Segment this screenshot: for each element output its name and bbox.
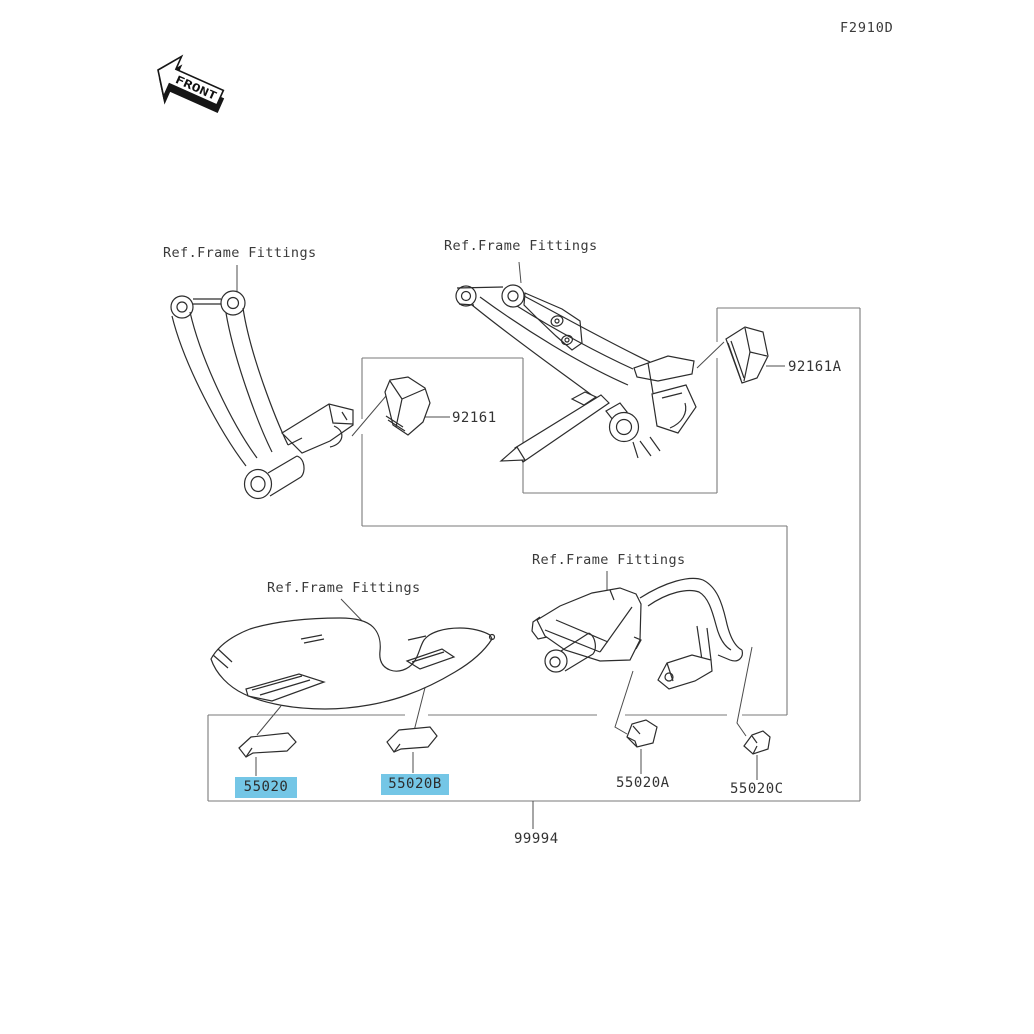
part-label-99994[interactable]: 99994 — [514, 831, 559, 847]
figure-code-label: F2910D — [840, 20, 894, 36]
damper-92161A-drawing — [725, 326, 769, 384]
leader-55020A — [614, 670, 642, 774]
frame-fitting-drawing-1 — [170, 290, 354, 500]
ref-frame-fittings-label-1: Ref.Frame Fittings — [163, 245, 317, 261]
leader-lines — [236, 261, 785, 829]
part-label-92161[interactable]: 92161 — [452, 410, 497, 426]
ref-frame-fittings-label-2: Ref.Frame Fittings — [444, 238, 598, 254]
pad-55020A-drawing — [626, 719, 658, 748]
part-label-55020B-highlighted[interactable]: 55020B — [381, 774, 449, 795]
leader-92161 — [351, 395, 450, 437]
group-boundary-lines — [207, 307, 861, 802]
front-direction-arrow: FRONT — [157, 54, 225, 113]
pad-55020-drawing — [238, 732, 297, 758]
leader-55020 — [255, 705, 282, 776]
part-label-55020-highlighted[interactable]: 55020 — [235, 777, 297, 798]
pad-55020B-drawing — [386, 726, 438, 753]
part-label-55020C[interactable]: 55020C — [730, 781, 784, 797]
pad-55020C-drawing — [743, 730, 771, 755]
leader-55020C — [736, 646, 758, 780]
frame-fitting-drawing-4 — [531, 577, 743, 690]
leader-92161A — [696, 341, 785, 369]
damper-92161-drawing — [384, 376, 431, 436]
front-arrow-face — [157, 54, 225, 107]
ref-frame-fittings-label-4: Ref.Frame Fittings — [532, 552, 686, 568]
part-label-92161A[interactable]: 92161A — [788, 359, 842, 375]
part-label-55020A[interactable]: 55020A — [616, 775, 670, 791]
leader-ref-2 — [518, 261, 522, 284]
frame-fitting-drawing-3 — [210, 617, 496, 710]
ref-frame-fittings-label-3: Ref.Frame Fittings — [267, 580, 421, 596]
frame-fitting-drawing-2 — [455, 284, 697, 463]
